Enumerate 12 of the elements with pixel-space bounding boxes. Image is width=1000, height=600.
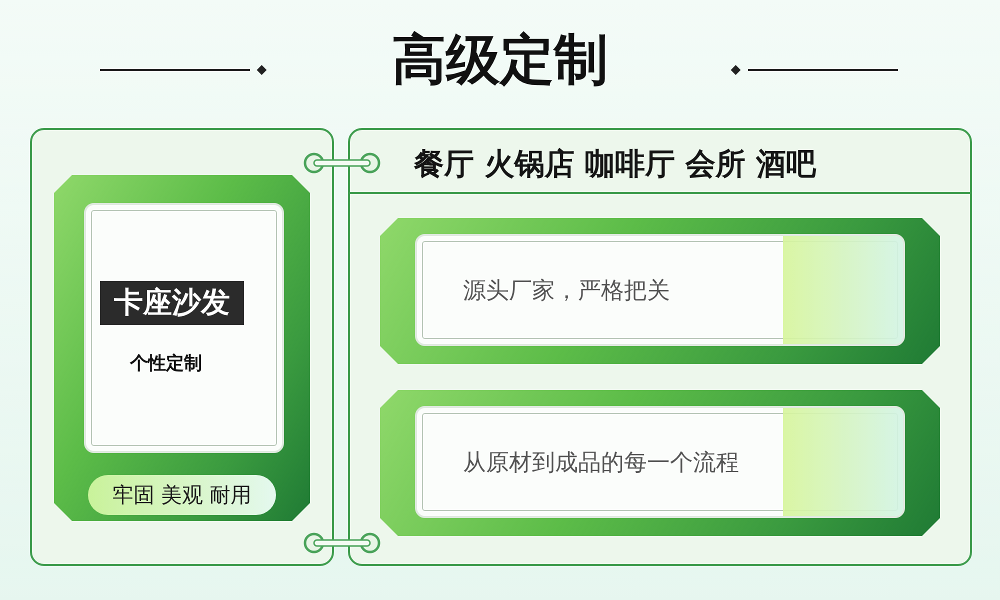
page-panel [348,128,972,566]
panel-heading: 餐厅 火锅店 咖啡厅 会所 酒吧 [414,146,816,184]
card-frame [54,175,310,521]
subtitle: 个性定制 [130,352,202,375]
banner-frame [380,390,940,536]
feature-text: 从原材到成品的每一个流程 [463,448,739,478]
banner-frame [380,218,940,364]
feature-text: 源头厂家，严格把关 [463,276,670,306]
product-title: 卡座沙发 [100,281,244,325]
page-title: 高级定制 [392,28,608,93]
text-card [84,203,284,453]
feature-tagline: 牢固 美观 耐用 [88,475,276,515]
